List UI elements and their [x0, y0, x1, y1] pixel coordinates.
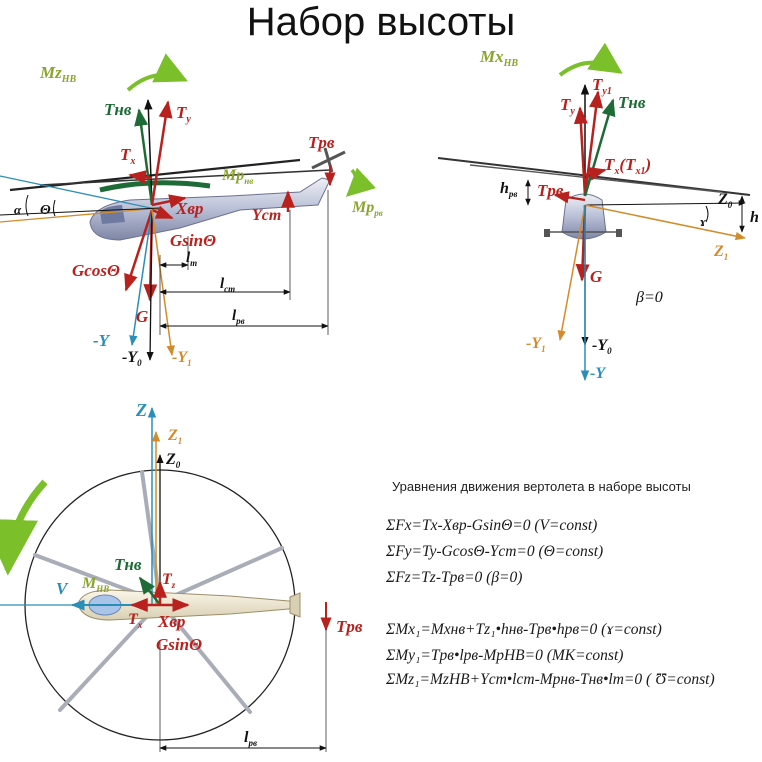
trv-label: Tрв — [308, 133, 335, 152]
tnv-force-arrow — [583, 98, 616, 197]
alpha-label: α — [14, 202, 22, 217]
minus-y0-axis — [146, 209, 154, 361]
h-label: h — [750, 209, 759, 226]
z-label: Z — [135, 400, 147, 420]
tail-stabilizer — [289, 592, 301, 618]
ty-label: Ty — [176, 103, 191, 125]
lcm-label: lст — [220, 276, 235, 294]
tnv-force-arrow — [134, 108, 154, 206]
mx-moment-arrow — [558, 42, 623, 77]
minus-y-label: -Y — [93, 331, 111, 350]
page-title: Набор высоты — [246, 0, 516, 44]
tx-label: Tx — [128, 611, 143, 630]
z1-axis — [584, 204, 747, 241]
xvr-force-arrow — [151, 194, 187, 209]
tx-label: Tx — [120, 145, 135, 167]
mp-rv-moment-arrow — [345, 167, 376, 197]
tz-label: Tz — [162, 571, 176, 590]
ty1-force-arrow — [583, 90, 603, 197]
angle-arc — [25, 194, 29, 217]
velocity-line — [0, 175, 161, 211]
g-label: G — [136, 307, 149, 326]
lt-label: lт — [186, 250, 197, 268]
tnv-label: Tнв — [104, 100, 132, 119]
ty1-label: Ty1 — [592, 75, 612, 97]
wheel — [616, 229, 622, 237]
trv-force-arrow — [553, 191, 586, 204]
gcos-label: GcosΘ — [72, 261, 120, 280]
axis-line — [0, 207, 161, 216]
g-label: G — [590, 267, 603, 286]
z0-label: Z0 — [165, 451, 181, 470]
xvr-label: Xвр — [157, 612, 185, 631]
gcos-force-arrow — [124, 209, 154, 292]
m-label: MНВ — [81, 575, 109, 594]
tnv-label: Tнв — [618, 93, 646, 112]
mz-moment-arrow — [126, 53, 188, 92]
z0-axis — [584, 200, 746, 206]
trv-label: Tрв — [537, 181, 564, 200]
ty-force-arrow — [573, 106, 588, 197]
tnv-force-arrow — [138, 576, 162, 606]
ty-force-arrow — [150, 100, 173, 206]
v-label: V — [56, 579, 69, 598]
equation-line: ΣFz=Tz-Tрв=0 (β=0) — [385, 569, 522, 586]
gamma-label: ɤ — [700, 214, 707, 229]
gsin-label: GsinΘ — [156, 635, 202, 654]
gsin-label: GsinΘ — [170, 231, 216, 250]
top-view: Z Z1 Z0 Tнв Tz V MНВ Tx Xвр GsinΘ Tрв lр… — [0, 400, 363, 752]
equation-line: ΣMz₁=MzНВ+Yст•lст-Mpнв-Tнв•lт=0 ( Ʊ=cons… — [385, 671, 715, 688]
tx-force-arrow — [584, 167, 607, 181]
trv-label: Tрв — [336, 617, 363, 636]
lrv-label: lрв — [244, 729, 257, 748]
mp-rv-label: Mpрв — [351, 199, 383, 218]
ycm-label: Yст — [252, 207, 281, 224]
horizon-line — [0, 207, 161, 223]
main-rotor-blade — [9, 158, 301, 192]
minus-y-label: -Y — [590, 365, 606, 382]
side-view: MzНВ Tнв Ty Tx Tрв Mpнв Mpрв α Θ Xвр Gsi… — [0, 53, 383, 368]
ty-label: Ty — [560, 95, 575, 117]
lrv-label: lрв — [232, 308, 245, 326]
equation-line: ΣFx=Tx-Xвр-GsinΘ=0 (V=const) — [385, 517, 597, 534]
gamma-arc — [705, 205, 709, 223]
rotor-axis-arrow — [144, 98, 153, 206]
tx-label: Tx(Tx1) — [604, 155, 651, 177]
minus-y0-label: -Y0 — [122, 349, 142, 368]
minus-y1-label: -Y1 — [172, 349, 192, 368]
equation-line: ΣMx₁=Mxнв+Tz₁•hнв-Tрв•hрв=0 (ɤ=const) — [385, 621, 662, 638]
tx-force-arrow — [128, 170, 153, 185]
xvr-label: Xвр — [175, 199, 203, 218]
wheel — [544, 229, 550, 237]
rotation-arrow — [0, 479, 48, 576]
beta-label: β=0 — [635, 289, 663, 306]
z0-label: Z0 — [717, 191, 733, 210]
theta-label: Θ — [40, 203, 51, 218]
front-view: MxНВ Ty1 Ty Tнв Tx(Tx1) hрв Tрв Z0 h ɤ Z… — [437, 42, 759, 382]
gsin-force-arrow — [151, 205, 174, 220]
minus-y1-axis — [557, 204, 586, 342]
angle-arc — [53, 199, 56, 217]
mx-label: MxНВ — [479, 47, 518, 69]
rotor-hub-disc — [99, 180, 211, 193]
equation-line: ΣMy₁=Tрв•lрв-MpНВ=0 (МК=const) — [385, 647, 623, 664]
minus-y1-label: -Y1 — [526, 335, 546, 354]
equations-block: Уравнения движения вертолета в наборе вы… — [385, 479, 715, 688]
mp-nv-label: Mpнв — [221, 167, 253, 186]
mz-label: MzНВ — [39, 63, 77, 85]
minus-y1-axis — [151, 209, 175, 357]
main-rotor-blade — [39, 169, 331, 186]
equations-title: Уравнения движения вертолета в наборе вы… — [392, 479, 691, 494]
minus-y-axis — [129, 209, 153, 347]
tnv-label: Tнв — [114, 555, 142, 574]
hrv-label: hрв — [500, 180, 517, 199]
equation-line: ΣFy=Ty-GcosΘ-Yст=0 (Θ=const) — [385, 543, 603, 560]
minus-y0-label: -Y0 — [592, 337, 612, 356]
z1-label: Z1 — [167, 427, 182, 446]
z1-label: Z1 — [713, 243, 728, 262]
